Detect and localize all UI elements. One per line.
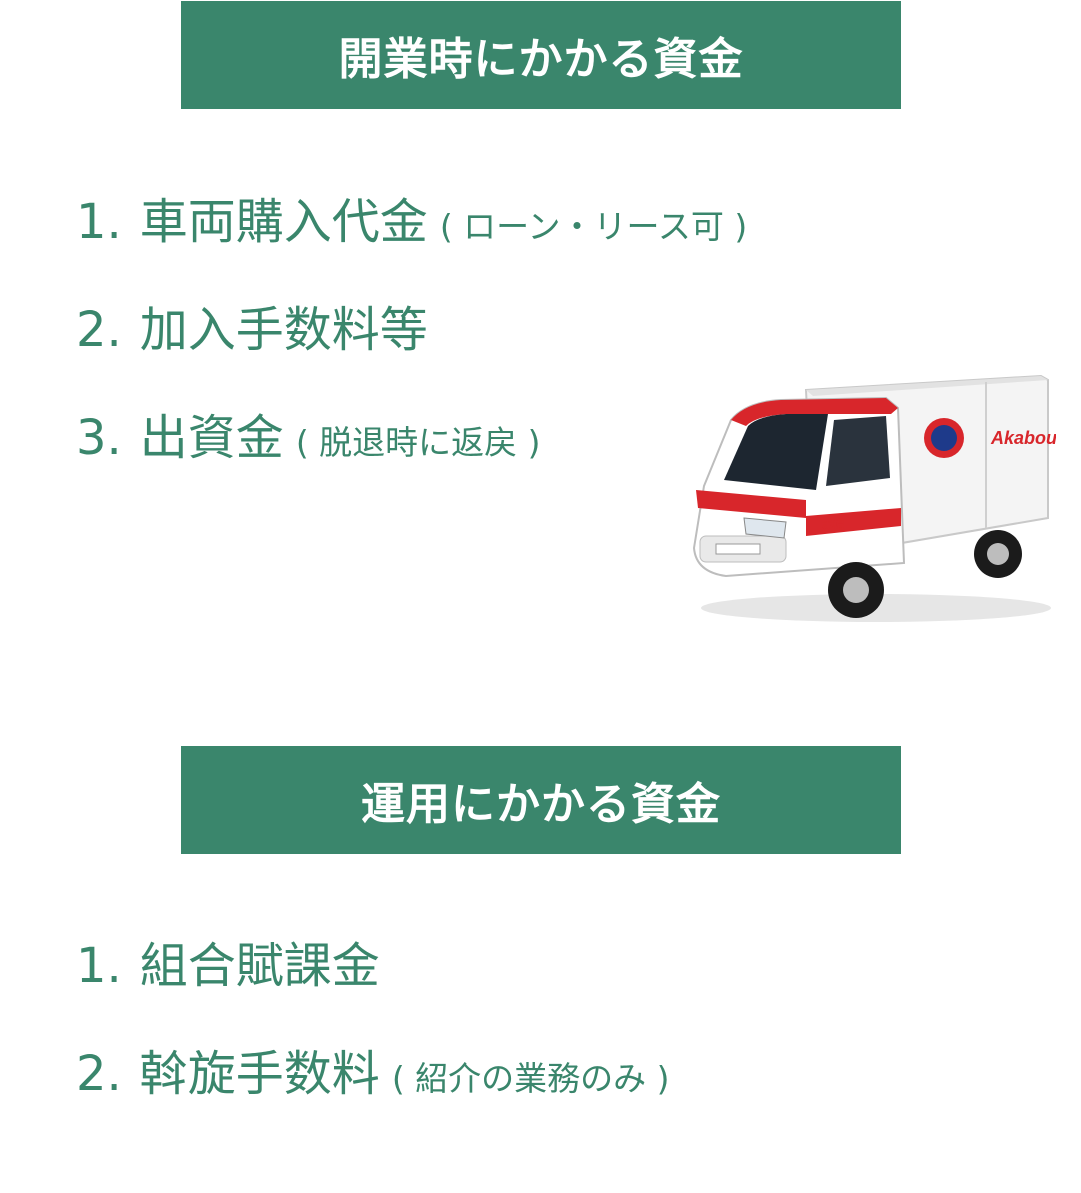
delivery-truck-image: Akabou 赤帽 (692, 374, 1056, 622)
item-label: 出資金 (139, 410, 284, 466)
section-title-operating-costs: 運用にかかる資金 (181, 746, 901, 854)
item-number: 1. (76, 938, 122, 994)
item-label: 組合賦課金 (139, 938, 380, 994)
item-number: 2. (76, 302, 122, 358)
item-label: 斡旋手数料 (139, 1046, 380, 1102)
list-item: 1. 車両購入代金 ( ローン・リース可 ) (76, 194, 747, 255)
list-item: 3. 出資金 ( 脱退時に返戻 ) (76, 410, 541, 471)
item-label: 車両購入代金 (139, 194, 428, 250)
truck-cab-text: 赤帽 (822, 517, 844, 531)
truck-brand-text: Akabou (990, 428, 1056, 448)
item-label: 加入手数料等 (139, 302, 428, 358)
section-title-startup-costs: 開業時にかかる資金 (181, 1, 901, 109)
list-item: 1. 組合賦課金 (76, 938, 380, 994)
item-number: 3. (76, 410, 122, 466)
item-number: 1. (76, 194, 122, 250)
list-item: 2. 斡旋手数料 ( 紹介の業務のみ ) (76, 1046, 670, 1107)
item-note: ( ローン・リース可 ) (439, 207, 748, 246)
item-number: 2. (76, 1046, 122, 1102)
item-note: ( 紹介の業務のみ ) (391, 1059, 670, 1098)
list-item: 2. 加入手数料等 (76, 302, 428, 358)
item-note: ( 脱退時に返戻 ) (295, 423, 541, 462)
